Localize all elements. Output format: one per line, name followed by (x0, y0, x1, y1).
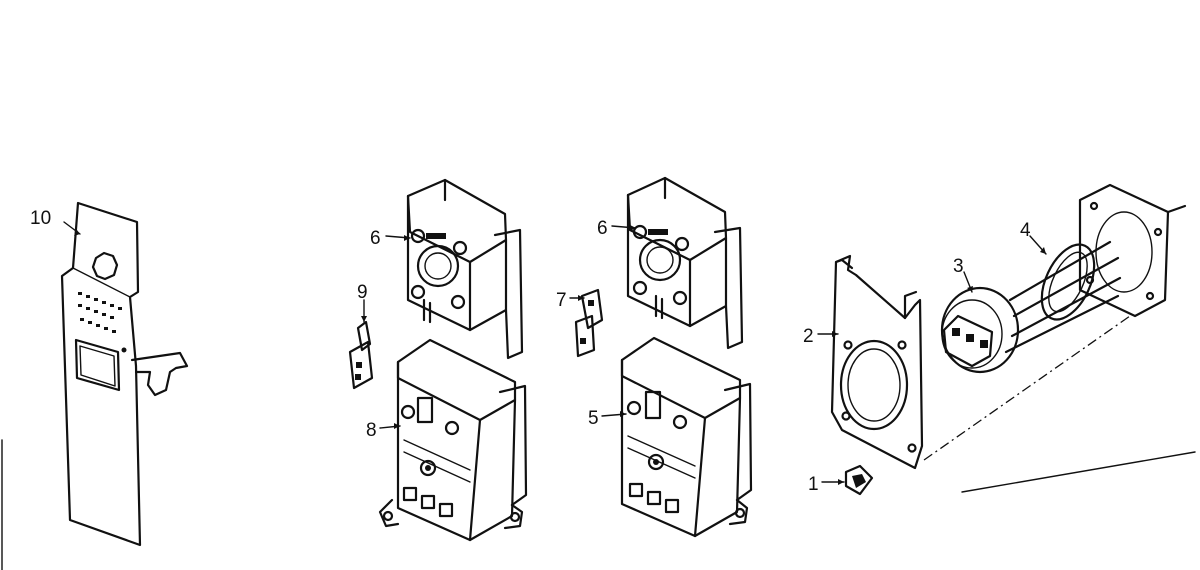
callout-4: 4 (1020, 220, 1031, 241)
callout-9: 9 (357, 282, 368, 303)
tank-flange (1078, 183, 1187, 318)
callout-5: 5 (588, 408, 599, 429)
callout-6-right: 6 (597, 218, 608, 239)
callout-7: 7 (556, 290, 567, 311)
part-1-screw (844, 464, 874, 496)
part-8-lower-thermostat (378, 338, 528, 542)
callout-6-left: 6 (370, 228, 381, 249)
callout-1: 1 (808, 474, 819, 495)
part-3-heating-element (940, 240, 1122, 374)
part-6-upper-thermostat-left (406, 178, 524, 360)
part-6-upper-thermostat-right (626, 176, 744, 350)
part-7-bracket (574, 288, 604, 358)
part-10-cover-plate (60, 201, 189, 547)
callout-3: 3 (953, 256, 964, 277)
callout-leaders (63, 221, 1047, 485)
part-5-lower-thermostat (620, 336, 753, 538)
part-2-gasket (830, 254, 924, 470)
callout-10: 10 (30, 208, 51, 229)
callout-8: 8 (366, 420, 377, 441)
part-9-bracket (348, 320, 374, 390)
alignment-line (923, 315, 1131, 461)
part-4-element-gasket (1040, 243, 1096, 321)
tank-edge-line (961, 451, 1196, 493)
callout-2: 2 (803, 326, 814, 347)
